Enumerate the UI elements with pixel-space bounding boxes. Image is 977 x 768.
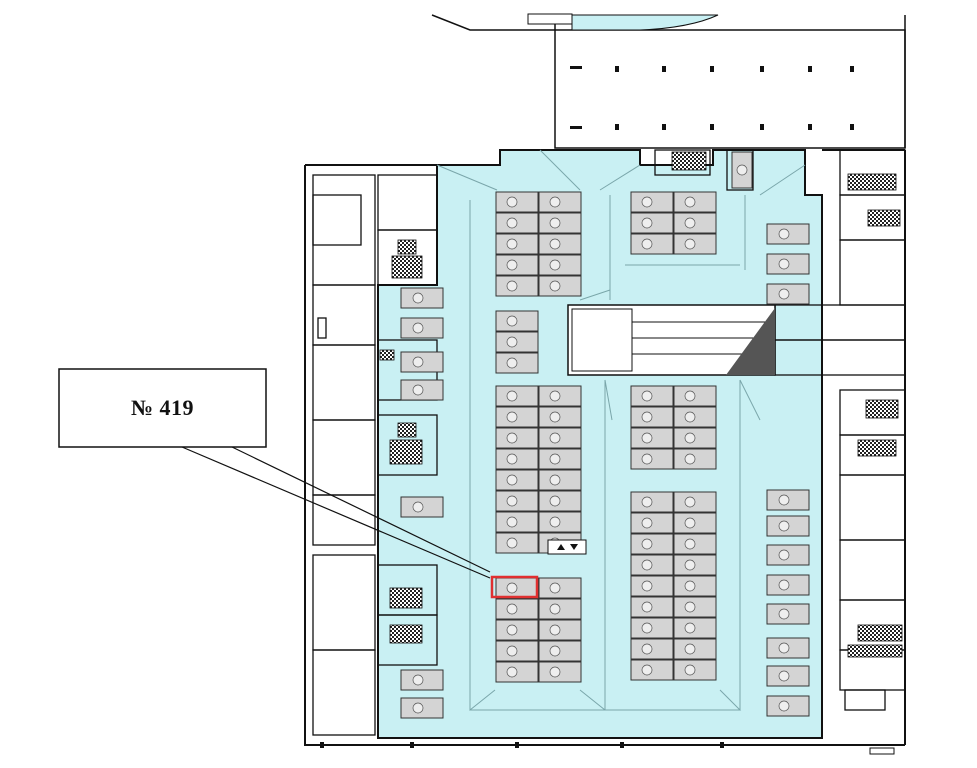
arrow-up-icon <box>557 544 565 550</box>
left-rooms <box>312 174 438 736</box>
arrow-down-icon <box>570 544 578 550</box>
callout: № 419 <box>59 369 266 447</box>
parking-floor <box>377 149 823 739</box>
parking-space-number: № 419 <box>130 395 195 420</box>
right-hatched-blocks <box>671 151 903 658</box>
left-hatched-blocks <box>379 239 423 644</box>
elevator-symbol <box>547 539 587 555</box>
callout-box <box>58 368 267 448</box>
central-stairs <box>567 304 776 376</box>
upper-dashes <box>570 66 854 130</box>
bottom-ticks <box>320 742 895 755</box>
stall-markers <box>412 164 790 714</box>
highlighted-spot <box>490 575 539 599</box>
callout-leader <box>181 446 491 579</box>
upper-building <box>431 13 906 149</box>
circulation-lines <box>436 149 806 712</box>
